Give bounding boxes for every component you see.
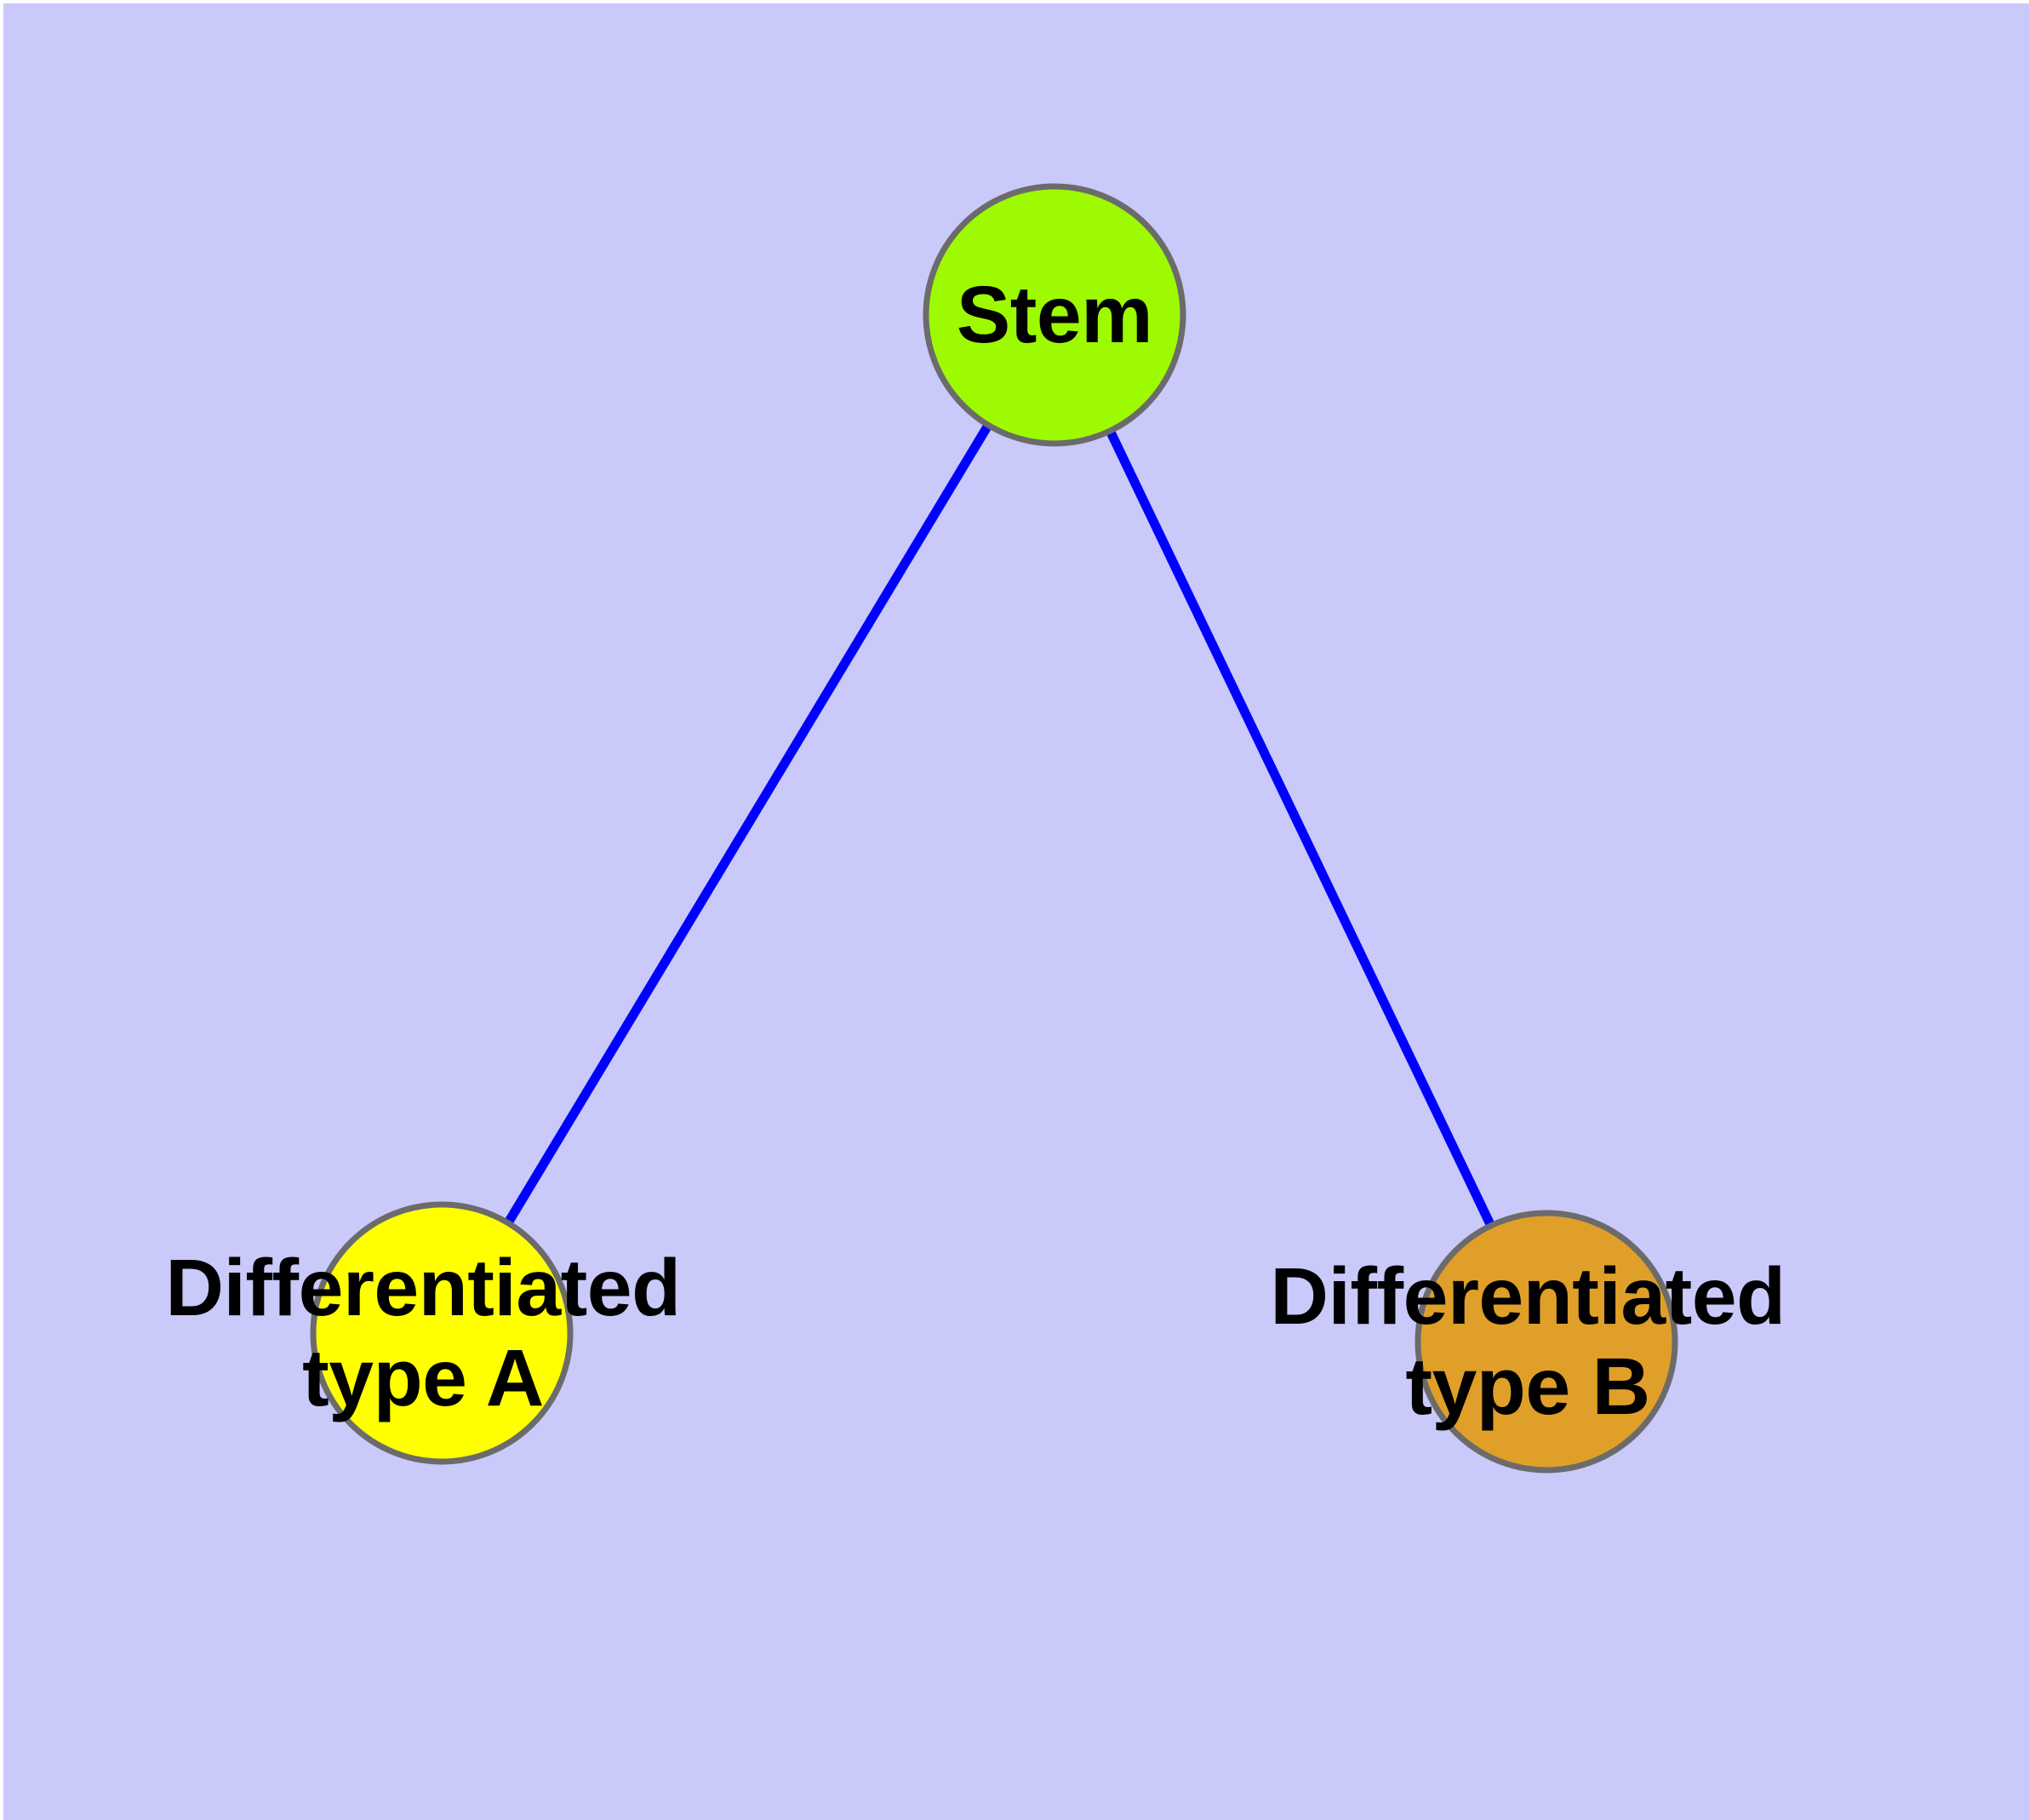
node-differentiated-type-b[interactable]: [1415, 1210, 1678, 1474]
edge-stem-to-differentiated-type-b[interactable]: [1050, 312, 1551, 1344]
edges-layer: [437, 312, 1551, 1344]
nodes-layer: [310, 183, 1678, 1474]
node-stem[interactable]: [923, 183, 1186, 447]
node-differentiated-type-a[interactable]: [310, 1201, 574, 1465]
edge-stem-to-differentiated-type-a[interactable]: [437, 312, 1059, 1336]
